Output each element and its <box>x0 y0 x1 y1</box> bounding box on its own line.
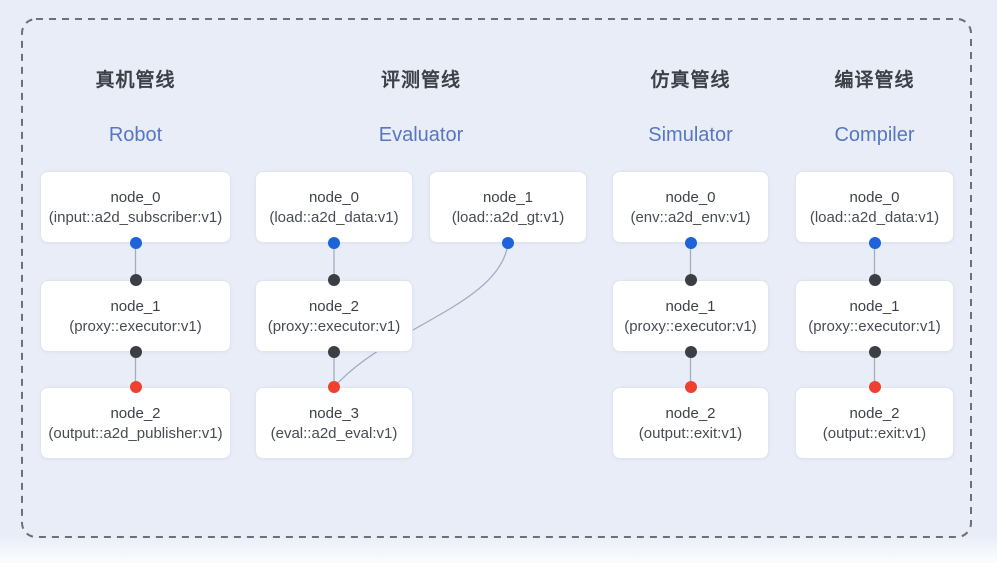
pipeline-title-zh-robot: 真机管线 <box>95 70 176 91</box>
node-card-evaluator-node3: node_3 (eval::a2d_eval:v1) <box>255 387 413 459</box>
node-name: node_0 <box>849 188 900 206</box>
port-dot-dark <box>684 274 697 286</box>
node-name: node_0 <box>110 188 161 206</box>
node-detail: (output::a2d_publisher:v1) <box>48 424 223 442</box>
port-dot-red <box>684 381 697 393</box>
pipeline-title-zh-compiler: 编译管线 <box>834 70 915 91</box>
node-card-compiler-node2: node_2 (output::exit:v1) <box>795 387 954 459</box>
node-name: node_0 <box>308 188 360 206</box>
port-dot-red <box>328 381 340 393</box>
edge-evaluator-n1-n3-curve <box>334 243 509 387</box>
node-card-compiler-node1: node_1 (proxy::executor:v1) <box>795 280 954 352</box>
node-name: node_2 <box>110 404 161 422</box>
node-name: node_1 <box>849 297 900 315</box>
node-name: node_1 <box>110 297 161 315</box>
port-dot-red <box>868 381 881 393</box>
node-detail: (proxy::executor:v1) <box>808 317 941 335</box>
node-name: node_2 <box>308 297 360 315</box>
node-name: node_0 <box>665 188 716 206</box>
port-dot-dark <box>868 274 881 286</box>
port-dot-blue <box>328 237 340 249</box>
port-dot-red <box>129 381 142 393</box>
node-card-simulator-node1: node_1 (proxy::executor:v1) <box>612 280 769 352</box>
node-card-evaluator-node0: node_0 (load::a2d_data:v1) <box>255 171 413 243</box>
node-card-robot-node2: node_2 (output::a2d_publisher:v1) <box>40 387 231 459</box>
node-name: node_3 <box>308 404 360 422</box>
node-card-robot-node1: node_1 (proxy::executor:v1) <box>40 280 231 352</box>
node-name: node_1 <box>482 188 534 206</box>
node-detail: (proxy::executor:v1) <box>624 317 757 335</box>
node-detail: (eval::a2d_eval:v1) <box>270 424 398 442</box>
node-card-robot-node0: node_0 (input::a2d_subscriber:v1) <box>40 171 231 243</box>
node-detail: (output::exit:v1) <box>822 424 927 442</box>
dashed-boundary <box>21 18 972 538</box>
pipeline-title-zh-simulator: 仿真管线 <box>650 70 731 91</box>
pipeline-title-en-evaluator: Evaluator <box>378 124 464 146</box>
pipeline-title-en-simulator: Simulator <box>648 124 733 146</box>
node-name: node_1 <box>665 297 716 315</box>
port-dot-blue <box>684 237 697 249</box>
port-dot-dark <box>129 274 142 286</box>
node-card-simulator-node2: node_2 (output::exit:v1) <box>612 387 769 459</box>
node-detail: (env::a2d_env:v1) <box>630 208 751 226</box>
pipeline-title-zh-evaluator: 评测管线 <box>380 70 462 91</box>
node-card-simulator-node0: node_0 (env::a2d_env:v1) <box>612 171 769 243</box>
node-detail: (load::a2d_gt:v1) <box>451 208 565 226</box>
node-detail: (proxy::executor:v1) <box>69 317 202 335</box>
node-name: node_2 <box>849 404 900 422</box>
node-card-compiler-node0: node_0 (load::a2d_data:v1) <box>795 171 954 243</box>
port-dot-blue <box>868 237 881 249</box>
pipeline-title-en-robot: Robot <box>108 124 163 146</box>
node-detail: (input::a2d_subscriber:v1) <box>48 208 223 226</box>
node-detail: (load::a2d_data:v1) <box>809 208 940 226</box>
node-name: node_2 <box>665 404 716 422</box>
node-detail: (proxy::executor:v1) <box>267 317 401 335</box>
port-dot-blue <box>129 237 142 249</box>
port-dot-dark <box>684 346 697 358</box>
pipeline-title-en-compiler: Compiler <box>834 124 915 146</box>
port-dot-dark <box>868 346 881 358</box>
port-dot-blue <box>502 237 514 249</box>
node-detail: (output::exit:v1) <box>638 424 743 442</box>
port-dot-dark <box>129 346 142 358</box>
node-detail: (load::a2d_data:v1) <box>269 208 399 226</box>
node-card-evaluator-node1: node_1 (load::a2d_gt:v1) <box>429 171 587 243</box>
port-dot-dark <box>328 274 340 286</box>
port-dot-dark <box>328 346 340 358</box>
node-card-evaluator-node2: node_2 (proxy::executor:v1) <box>255 280 413 352</box>
